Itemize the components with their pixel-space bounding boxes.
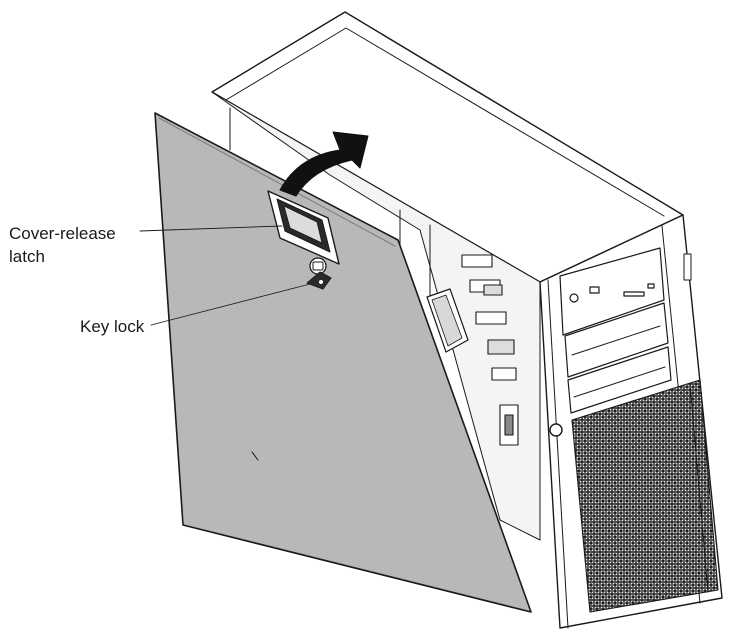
chassis-top-inner-edge xyxy=(225,27,665,217)
bezel-edge xyxy=(547,279,569,629)
drive-bay-brackets xyxy=(461,254,519,446)
cover-release-leader-line xyxy=(139,225,283,232)
cover-release-latch-callout: Cover-release latch xyxy=(9,222,116,268)
cover-release-latch-label-line2: latch xyxy=(9,247,45,266)
key-lock-callout: Key lock xyxy=(80,317,145,336)
power-indicator xyxy=(549,423,563,437)
front-grille xyxy=(571,379,719,613)
optical-drive-bays xyxy=(559,247,672,414)
side-cover-top-edge xyxy=(158,117,396,247)
key-lock-icon xyxy=(306,257,332,290)
cover-release-latch-label-line1: Cover-release xyxy=(9,224,116,243)
cover-release-latch-icon xyxy=(267,190,340,265)
grille-edge xyxy=(689,383,709,593)
front-control xyxy=(683,253,692,281)
side-cover-foot xyxy=(251,451,259,461)
open-direction-arrow-icon xyxy=(279,131,369,197)
key-lock-leader-line xyxy=(150,283,311,326)
side-cover-panel xyxy=(154,112,532,613)
